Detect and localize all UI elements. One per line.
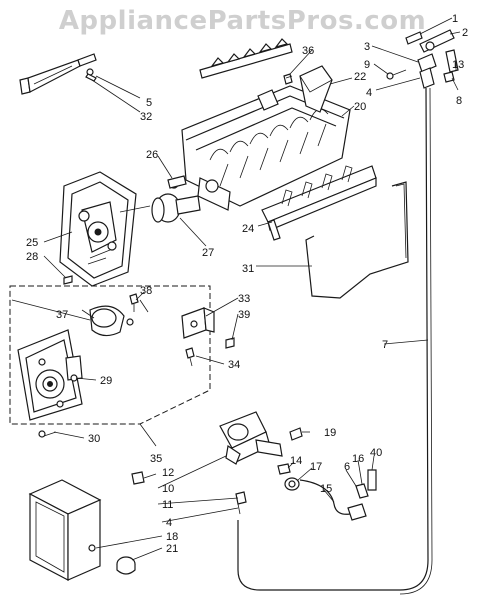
- callout-30: 30: [88, 433, 100, 445]
- ice-mold: [181, 85, 351, 211]
- callout-38: 38: [140, 285, 152, 297]
- screw-13: [445, 49, 459, 73]
- cover-box: [28, 479, 102, 581]
- water-tube-edge: [399, 87, 433, 595]
- callout-18: 18: [166, 531, 178, 543]
- callout-19: 19: [324, 427, 336, 439]
- tube-fitting-1: [405, 31, 423, 45]
- screw-36: [283, 73, 293, 85]
- callout-39: 39: [238, 309, 250, 321]
- callout-34: 34: [228, 359, 240, 371]
- water-tube: [237, 87, 429, 591]
- arm-clip: [85, 68, 97, 82]
- callout-7: 7: [382, 339, 388, 351]
- callout-2: 2: [462, 27, 468, 39]
- callout-5: 5: [146, 97, 152, 109]
- callout-22: 22: [354, 71, 366, 83]
- callout-14: 14: [290, 455, 302, 467]
- callout-16: 16: [352, 453, 364, 465]
- subassembly-outline: [9, 285, 211, 425]
- callout-24: 24: [242, 223, 254, 235]
- nut-8: [443, 71, 455, 83]
- fitting-14: [277, 463, 291, 475]
- callout-40: 40: [370, 447, 382, 459]
- fill-tube-fitting: [419, 67, 435, 89]
- screw-38: [129, 293, 139, 312]
- sleeve-11: [235, 491, 247, 515]
- callout-29: 29: [100, 375, 112, 387]
- shutoff-wire: [305, 181, 409, 299]
- mounting-plate: [17, 329, 83, 421]
- drive-motor: [151, 193, 201, 223]
- ejector-shaft: [199, 38, 293, 79]
- callout-4-bottom: 4: [166, 517, 172, 529]
- washer-9: [386, 69, 407, 80]
- screw-30: [38, 430, 57, 438]
- control-housing: [59, 171, 137, 287]
- callout-20: 20: [354, 101, 366, 113]
- callout-10: 10: [162, 483, 174, 495]
- leader-lines: [43, 17, 461, 561]
- clamp-16: [355, 483, 369, 499]
- callout-15: 15: [320, 483, 332, 495]
- callout-17: 17: [310, 461, 322, 473]
- inlet-nut-3: [417, 53, 437, 73]
- shutoff-arm: [19, 53, 97, 95]
- tube-fitting-2: [419, 29, 455, 53]
- water-valve: [219, 411, 283, 465]
- grommet-12: [131, 471, 145, 485]
- callout-31: 31: [242, 263, 254, 275]
- screw-19: [289, 427, 303, 441]
- callout-35: 35: [150, 453, 162, 465]
- callout-6: 6: [344, 461, 350, 473]
- callout-8: 8: [456, 95, 462, 107]
- ice-stripper: [261, 165, 377, 241]
- fill-cup: [299, 65, 333, 113]
- callout-labels: 1 2 3 9 13 4 8 36 22 20 5 32 26 27 25 28…: [26, 13, 468, 555]
- mold-heater-connector: [167, 175, 187, 189]
- callout-37: 37: [56, 309, 68, 321]
- callout-9: 9: [364, 59, 370, 71]
- callout-12: 12: [162, 467, 174, 479]
- callout-11: 11: [162, 499, 173, 511]
- inlet-tube-15: [299, 479, 367, 521]
- callout-33: 33: [238, 293, 250, 305]
- callout-3: 3: [364, 41, 370, 53]
- screw-39: [225, 337, 235, 349]
- nut-17: [284, 477, 300, 491]
- callout-28: 28: [26, 251, 38, 263]
- screw-34: [185, 347, 195, 367]
- callout-4-top: 4: [366, 87, 372, 99]
- knob-21: [116, 556, 136, 575]
- callout-27: 27: [202, 247, 214, 259]
- bracket: [181, 307, 215, 339]
- callout-21: 21: [166, 543, 178, 555]
- callout-26: 26: [146, 149, 158, 161]
- callout-13: 13: [452, 59, 464, 71]
- callout-32: 32: [140, 111, 152, 123]
- callout-1: 1: [452, 13, 458, 25]
- callout-25: 25: [26, 237, 38, 249]
- timing-motor: [89, 305, 134, 337]
- callout-36: 36: [302, 45, 314, 57]
- screw-40: [367, 469, 377, 491]
